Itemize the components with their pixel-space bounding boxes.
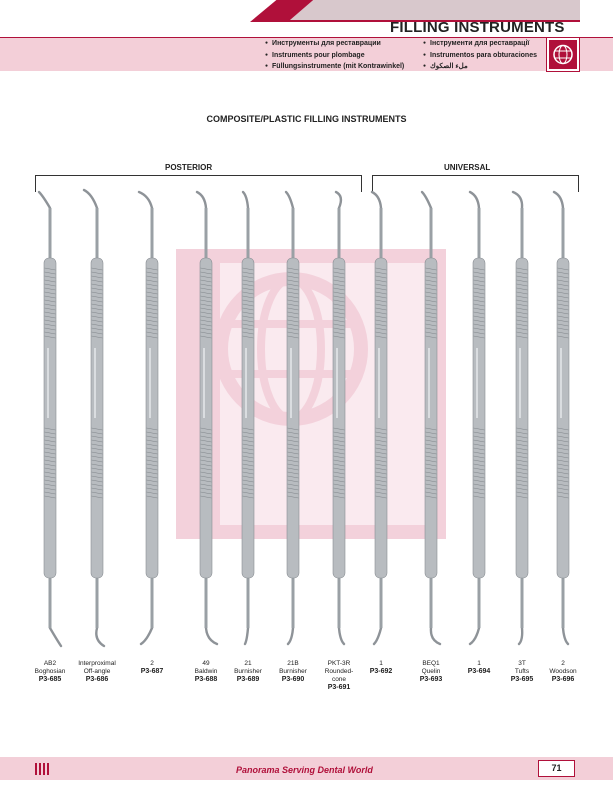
- brand-logo: [547, 38, 579, 71]
- instrument-code: P3-685: [38, 676, 62, 683]
- instrument-name: 21B: [287, 660, 299, 667]
- posterior-bracket: [35, 175, 362, 192]
- instrument-name: 2: [561, 660, 565, 667]
- instrument-drawing: [195, 190, 219, 646]
- instrument-image: [507, 188, 537, 648]
- instrument-image: [464, 188, 494, 648]
- instrument-desc: Quelin: [421, 668, 441, 675]
- section-title: COMPOSITE/PLASTIC FILLING INSTRUMENTS: [206, 114, 407, 124]
- footer-band: [0, 757, 613, 780]
- instrument-code: P3-686: [85, 676, 109, 683]
- instrument-name: 2: [150, 660, 154, 667]
- language-item: Instruments pour plombage: [265, 50, 404, 62]
- instrument-extra: cone: [331, 676, 347, 683]
- globe-icon: [553, 44, 573, 65]
- group-label-posterior: POSTERIOR: [165, 163, 213, 172]
- instrument-code: P3-691: [327, 684, 351, 691]
- header-diagonal-inner: [290, 0, 580, 20]
- instrument-image: [35, 188, 65, 648]
- instrument-drawing: [137, 190, 159, 646]
- instrument-desc: Rounded-: [324, 668, 354, 675]
- instrument-name: AB2: [43, 660, 57, 667]
- instrument-code: P3-689: [236, 676, 260, 683]
- instrument-code: P3-695: [510, 676, 534, 683]
- instrument-image: [366, 188, 396, 648]
- instrument-code: P3-687: [140, 668, 164, 675]
- language-item: Інструменти для реставрації: [423, 38, 537, 50]
- instrument-image: [82, 188, 112, 648]
- instrument-drawing: [468, 190, 486, 646]
- instrument-name: BEQ1: [422, 660, 440, 667]
- instrument-image: [416, 188, 446, 648]
- language-item: Инструменты для реставрации: [265, 38, 404, 50]
- instrument-desc: Woodson: [549, 668, 577, 675]
- language-item: Instrumentos para obturaciones: [423, 50, 537, 62]
- instrument-image: [324, 188, 354, 648]
- instrument-code: P3-688: [194, 676, 218, 683]
- instrument-code: P3-690: [281, 676, 305, 683]
- instrument-name: 1: [379, 660, 383, 667]
- instrument-desc: Boghosian: [34, 668, 66, 675]
- instrument-drawing: [552, 190, 570, 646]
- language-list-left: Инструменты для реставрации Instruments …: [265, 38, 404, 73]
- instrument-drawing: [332, 190, 346, 646]
- instrument-name: 3T: [518, 660, 526, 667]
- instrument-image: [233, 188, 263, 648]
- instrument-code: P3-693: [419, 676, 443, 683]
- group-label-universal: UNIVERSAL: [444, 163, 491, 172]
- universal-bracket: [372, 175, 579, 192]
- instrument-name: 49: [202, 660, 210, 667]
- instrument-desc: Tufts: [514, 668, 530, 675]
- instrument-name: Interproximal: [78, 660, 116, 667]
- instrument-drawing: [82, 188, 106, 648]
- instrument-name: PKT-3R: [327, 660, 351, 667]
- language-item: ملء الصكوك: [423, 61, 537, 73]
- instrument-drawing: [420, 190, 442, 646]
- language-list-right: Інструменти для реставрації Instrumentos…: [423, 38, 537, 73]
- instrument-drawing: [284, 190, 300, 646]
- instrument-desc: Burnisher: [234, 668, 262, 675]
- language-item: Füllungsinstrumente (mit Kontrawinkel): [265, 61, 404, 73]
- instrument-image: [191, 188, 221, 648]
- instrument-name: 21: [244, 660, 252, 667]
- instrument-drawing: [241, 190, 255, 646]
- instrument-desc: Burnisher: [279, 668, 307, 675]
- instrument-code: P3-694: [467, 668, 491, 675]
- page-title: FILLING INSTRUMENTS: [390, 19, 565, 36]
- instrument-desc: Off-angle: [83, 668, 111, 675]
- footer-tagline: Panorama Serving Dental World: [236, 765, 373, 775]
- footer-stripes: [35, 762, 55, 775]
- page-number: 71: [538, 760, 575, 777]
- instrument-image: [137, 188, 167, 648]
- instrument-code: P3-692: [369, 668, 393, 675]
- instrument-image: [548, 188, 578, 648]
- instrument-code: P3-696: [551, 676, 575, 683]
- instrument-desc: Baldwin: [194, 668, 218, 675]
- instrument-drawing: [511, 190, 529, 646]
- instrument-drawing: [37, 190, 63, 648]
- instrument-drawing: [370, 190, 388, 646]
- instrument-image: [278, 188, 308, 648]
- instrument-name: 1: [477, 660, 481, 667]
